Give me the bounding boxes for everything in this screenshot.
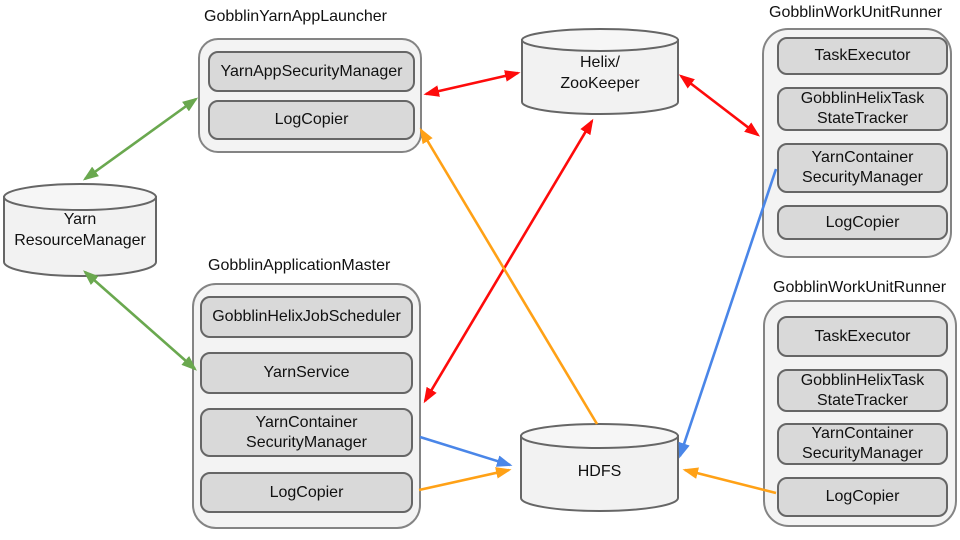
wur-top-box-statetracker: GobblinHelixTask StateTracker xyxy=(777,87,948,131)
cylinder-shape xyxy=(520,423,679,512)
workunitrunner-bottom-title: GobblinWorkUnitRunner xyxy=(773,279,947,296)
appmaster-title: GobblinApplicationMaster xyxy=(208,257,391,274)
helix-line1: Helix/ xyxy=(579,54,620,71)
helix-zookeeper-cylinder: Helix/ ZooKeeper xyxy=(521,28,679,116)
wur-bottom-box-logcopier: LogCopier xyxy=(777,477,948,517)
appmaster-box-yarnservice: YarnService xyxy=(200,352,413,394)
appmaster-box-logcopier: LogCopier xyxy=(200,472,413,513)
yarn-resource-manager-label: Yarn ResourceManager xyxy=(3,209,157,251)
helix-zookeeper-label: Helix/ ZooKeeper xyxy=(521,52,679,94)
yarn-rm-line2: ResourceManager xyxy=(14,232,146,249)
cylinder-shape xyxy=(3,183,157,277)
launcher-box-yarnappsecuritymanager: YarnAppSecurityManager xyxy=(208,51,415,92)
workunitrunner-top-title: GobblinWorkUnitRunner xyxy=(769,4,943,21)
wur-top-box-securitymanager: YarnContainer SecurityManager xyxy=(777,143,948,193)
edge-appmaster-securitymanager-hdfs xyxy=(419,435,513,467)
wur-bottom-box-statetracker: GobblinHelixTask StateTracker xyxy=(777,369,948,412)
wur-bottom-box-taskexecutor: TaskExecutor xyxy=(777,316,948,357)
edge-rm-appmaster-yarnservice xyxy=(83,270,197,371)
hdfs-cylinder: HDFS xyxy=(520,423,679,513)
edge-appmaster-logcopier-hdfs xyxy=(418,467,512,492)
launcher-title: GobblinYarnAppLauncher xyxy=(204,8,387,25)
appmaster-box-jobscheduler: GobblinHelixJobScheduler xyxy=(200,296,413,338)
hdfs-label: HDFS xyxy=(577,463,622,480)
edge-helix-workunitrunner-top xyxy=(678,74,761,137)
wur-top-box-taskexecutor: TaskExecutor xyxy=(777,37,948,75)
edge-appmaster-helix xyxy=(423,118,594,404)
edge-launcher-helix xyxy=(423,70,521,97)
wur-bottom-box-securitymanager: YarnContainer SecurityManager xyxy=(777,423,948,465)
cylinder-shape xyxy=(521,28,679,115)
helix-line2: ZooKeeper xyxy=(560,75,640,92)
yarn-rm-line1: Yarn xyxy=(63,211,97,228)
yarn-resource-manager-cylinder: Yarn ResourceManager xyxy=(3,183,157,277)
appmaster-box-securitymanager: YarnContainer SecurityManager xyxy=(200,408,413,457)
launcher-box-logcopier: LogCopier xyxy=(208,100,415,140)
edge-hdfs-launcher-logcopier xyxy=(419,127,599,425)
wur-top-box-logcopier: LogCopier xyxy=(777,205,948,240)
edge-rm-launcher xyxy=(82,97,199,181)
